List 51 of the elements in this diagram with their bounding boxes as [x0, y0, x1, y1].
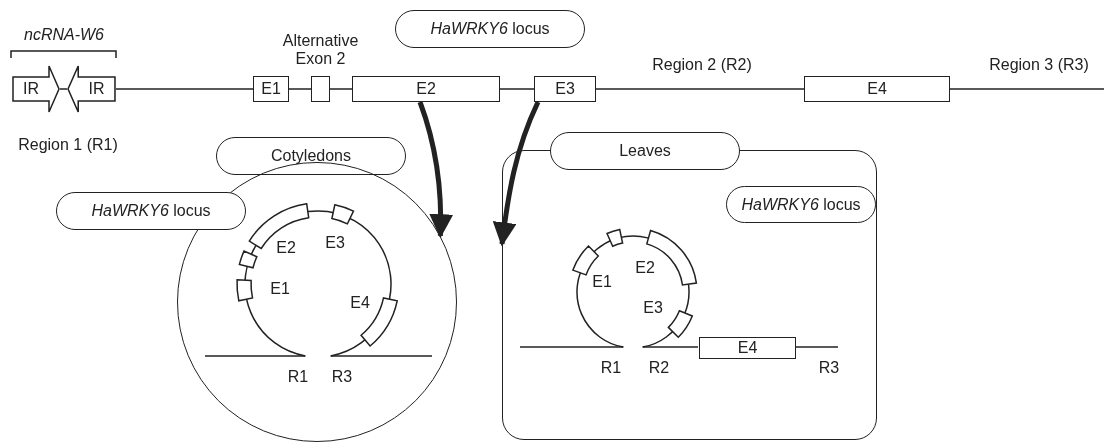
locus-pill [395, 10, 585, 48]
exon-caption: Alternative Exon 2 [281, 31, 360, 69]
curved-arrow [492, 100, 541, 247]
node-text: HaWRKY6 locus [91, 202, 211, 220]
gene-line [949, 88, 1104, 90]
gene-line [288, 88, 312, 90]
gene-name: ncRNA-W6 [24, 25, 104, 45]
locus-pill [56, 192, 246, 230]
inverted-repeat-arrow [67, 65, 116, 113]
region-label: R1 [600, 358, 622, 378]
tissue-pill [550, 132, 740, 170]
gene-line [59, 88, 68, 90]
gene-line [499, 88, 535, 90]
node-text: E2 [416, 80, 436, 98]
node-text: HaWRKY6 locus [430, 20, 550, 38]
region-label: R1 [287, 367, 309, 387]
exon-box [311, 76, 330, 102]
gene-line [329, 88, 353, 90]
exon-label: E2 [635, 258, 655, 278]
exon-box [699, 337, 796, 359]
node-text: Leaves [619, 142, 671, 160]
curved-arrow [417, 101, 453, 239]
locus-pill [726, 186, 876, 223]
exon-label: E3 [643, 298, 663, 318]
inverted-repeat-arrow [12, 65, 60, 113]
exon-label: E2 [276, 238, 296, 258]
region-label: R3 [818, 358, 840, 378]
node-text: E4 [867, 80, 887, 98]
exon-box [253, 76, 289, 102]
node-text: E4 [737, 339, 758, 357]
region-label: R3 [331, 367, 353, 387]
node-text: IR [88, 80, 105, 98]
region-label: Region 2 (R2) [652, 55, 752, 75]
region-label: R2 [648, 358, 670, 378]
node-text: Cotyledons [270, 147, 351, 165]
gene-line [595, 88, 805, 90]
node-text: E3 [555, 80, 575, 98]
region-label: Region 3 (R3) [989, 55, 1089, 75]
exon-label: E1 [592, 272, 612, 292]
node-text: HaWRKY6 locus [741, 195, 861, 214]
exon-label: E4 [350, 293, 370, 313]
region-label: Region 1 (R1) [18, 135, 118, 155]
exon-label: E3 [325, 233, 345, 253]
exon-box [534, 76, 596, 102]
node-text: IR [23, 80, 39, 98]
node-text: E1 [261, 80, 281, 98]
gene-line [115, 88, 254, 90]
exon-box [352, 76, 500, 102]
exon-label: E1 [270, 279, 290, 299]
tissue-pill [216, 137, 406, 175]
exon-box [804, 76, 950, 102]
